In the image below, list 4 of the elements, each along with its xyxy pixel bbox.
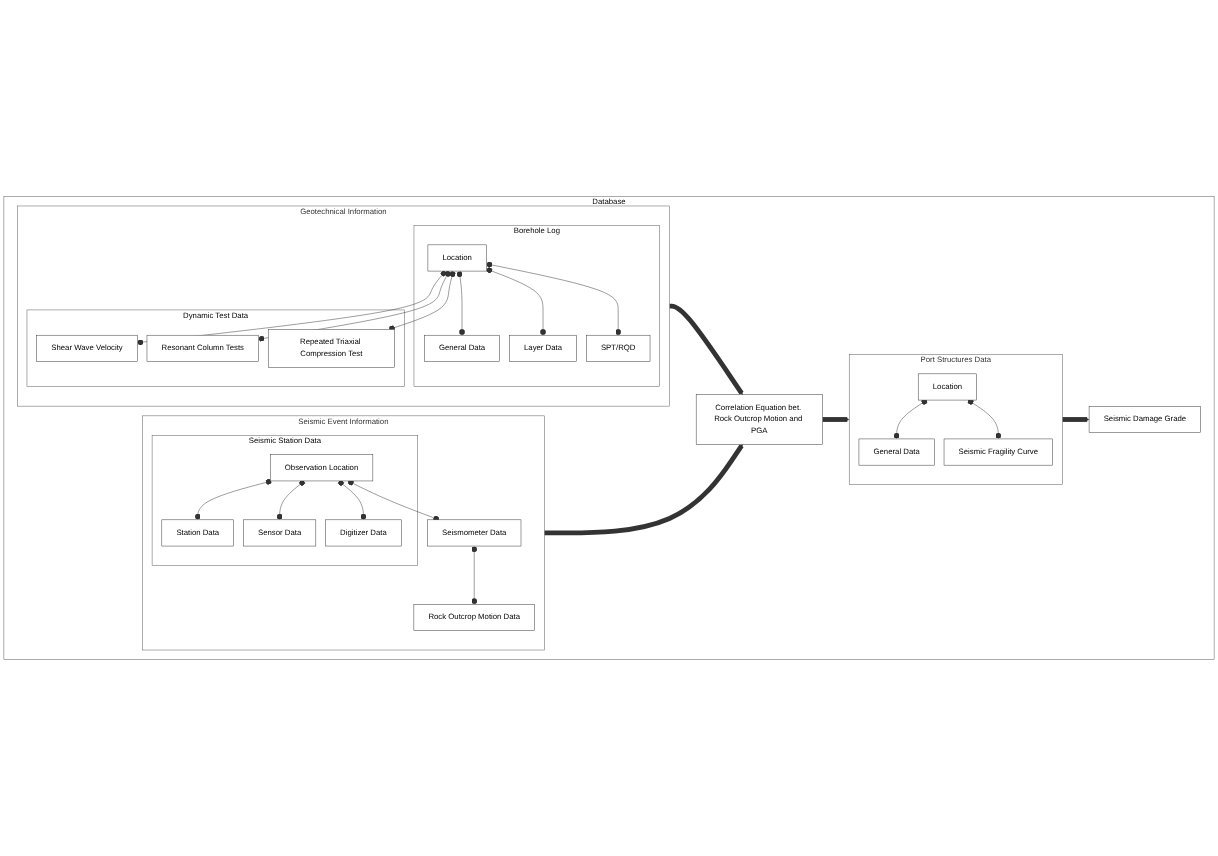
arrow [669,303,744,395]
arrow [1062,417,1090,422]
arrow [544,444,744,536]
arrow [822,417,850,422]
